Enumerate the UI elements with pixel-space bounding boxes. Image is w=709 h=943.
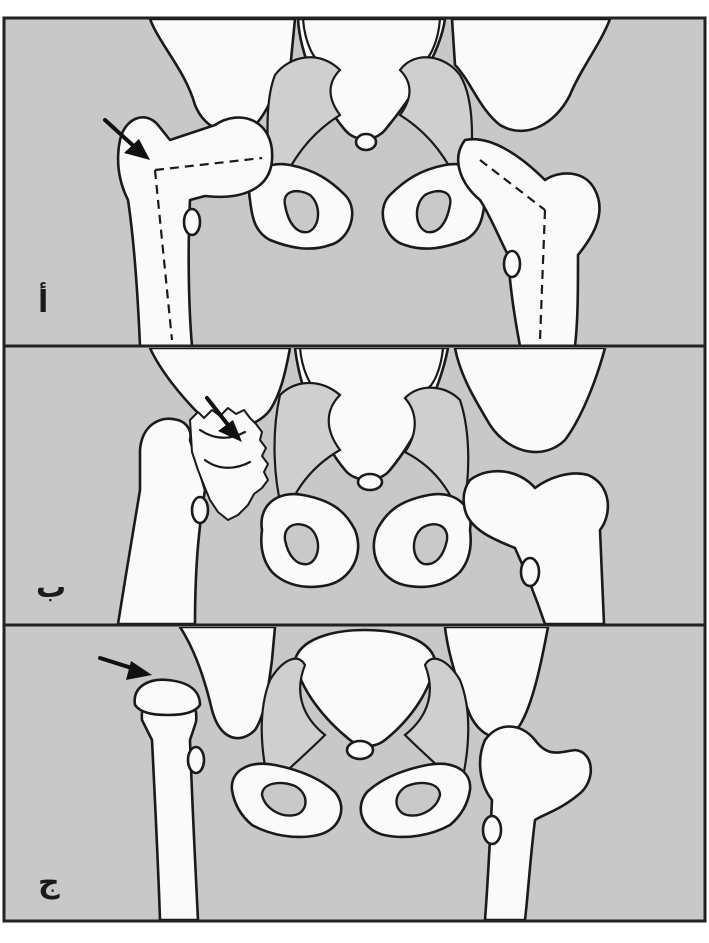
pelvic-inlet-band — [260, 657, 327, 793]
pelvic-inlet-band — [273, 381, 342, 524]
femur-right — [456, 137, 601, 346]
femur-right — [462, 469, 610, 624]
panel-a: أ — [38, 19, 612, 346]
femur-left-axis — [154, 156, 263, 172]
coccyx — [354, 132, 378, 152]
pelvis-right-wing — [450, 19, 612, 133]
obturator-right — [415, 189, 452, 234]
femur-right — [478, 725, 593, 920]
femur-left — [116, 116, 274, 346]
femur-right-axis — [479, 159, 546, 211]
panel-b: ب — [36, 348, 610, 624]
coccyx — [356, 472, 384, 492]
sacrum — [293, 628, 437, 748]
panel-label-b: ب — [36, 570, 66, 605]
panel-label-a: أ — [38, 282, 48, 320]
femoral-head-flattened — [133, 678, 202, 717]
coccyx — [345, 739, 375, 761]
panel-c: ج — [38, 627, 593, 920]
arrow-a — [103, 118, 140, 152]
obturator-left — [283, 189, 320, 234]
panel-label-c: ج — [38, 865, 60, 900]
pelvis-right-wing — [453, 348, 607, 454]
